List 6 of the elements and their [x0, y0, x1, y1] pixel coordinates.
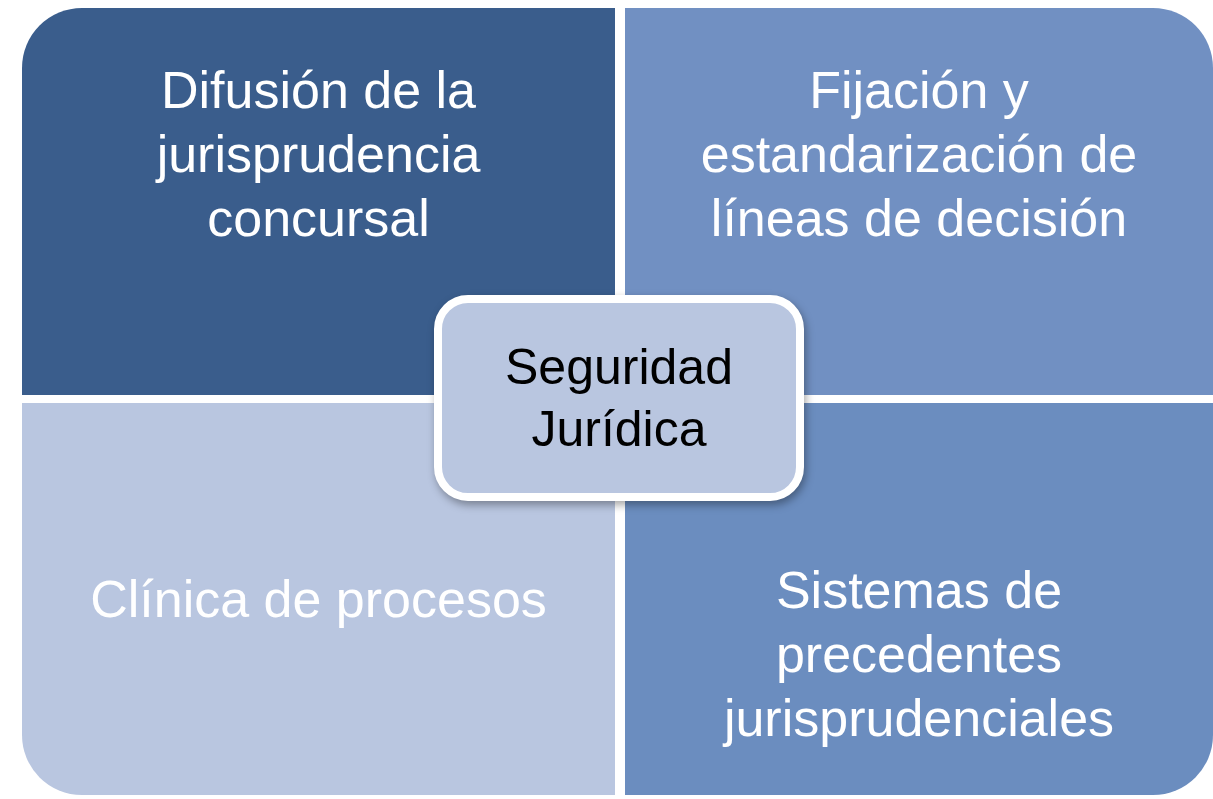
panel-text: Clínica de procesos — [89, 569, 548, 630]
panel-text: Fijación y estandarización de líneas de decisión — [699, 60, 1139, 249]
panel-text: Difusión de la jurisprudencia concursal — [154, 60, 482, 249]
center-box — [434, 295, 804, 501]
panel-text: Seguridad Jurídica — [504, 338, 734, 459]
panel-text: Sistemas de precedentes jurisprudenciales — [721, 560, 1116, 749]
